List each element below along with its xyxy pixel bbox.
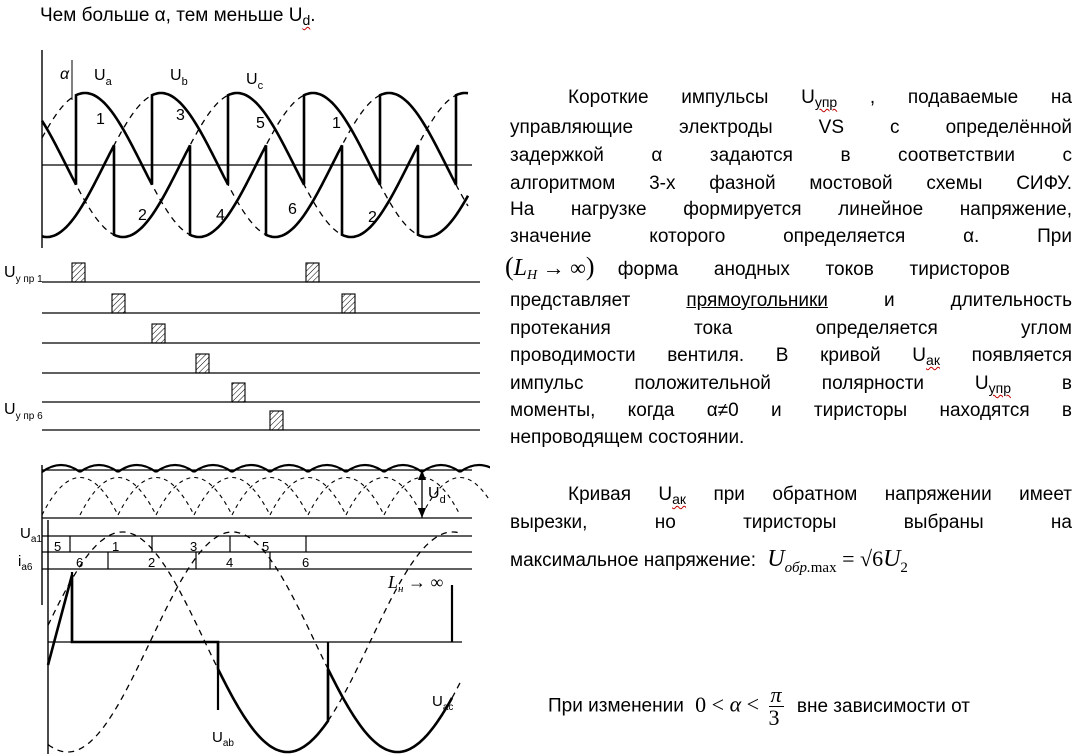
p1-line-10: проводимости вентиля. В кривой Uак появл… [510, 345, 1072, 368]
svg-text:Uac: Uac [432, 693, 453, 713]
title-suffix: . [310, 5, 316, 26]
positive-envelope [40, 91, 469, 186]
control-pulse [195, 353, 210, 374]
paragraph-alpha-range: При изменении 0 < α < π 3 вне зависимост… [548, 682, 970, 730]
svg-text:6: 6 [302, 555, 309, 570]
bottom-number-2: 2 [138, 207, 147, 224]
control-pulse [231, 382, 246, 403]
p1-line-11: импульс положительной полярности Uупр в [510, 373, 1073, 396]
ud-arrow-head-bottom [418, 508, 426, 518]
control-pulse [305, 262, 320, 283]
negative-envelope [41, 144, 470, 239]
p1-line-1: Короткие импульсы Uупр , подаваемые на [568, 87, 1072, 110]
svg-text:5: 5 [54, 539, 61, 554]
svg-text:Uу пр 1: Uу пр 1 [4, 264, 43, 285]
p2-line-1: Кривая Uак при обратном напряжении имеет [568, 484, 1073, 507]
svg-text:6: 6 [76, 555, 83, 570]
top-number-3: 3 [176, 107, 185, 124]
top-number-1b: 1 [332, 115, 341, 132]
p1-line-8: представляет прямоугольники и длительнос… [510, 290, 1072, 311]
svg-text:Ub: Ub [170, 67, 188, 88]
bottom-number-4: 4 [216, 207, 225, 224]
fraction-pi-3: π 3 [768, 682, 784, 730]
control-pulse [151, 323, 166, 344]
top-number-1: 1 [96, 111, 105, 128]
title-prefix: Чем больше α, тем меньше U [40, 5, 303, 26]
svg-text:4: 4 [226, 555, 233, 570]
control-pulse [269, 410, 284, 431]
svg-text:Ua: Ua [94, 67, 113, 88]
svg-text:5: 5 [262, 539, 269, 554]
svg-text:Uу пр 6: Uу пр 6 [4, 401, 43, 422]
svg-text:Ud: Ud [428, 485, 446, 506]
control-pulse [341, 293, 356, 314]
svg-text:3: 3 [190, 539, 197, 554]
uak-curve [46, 574, 454, 754]
svg-text:Lн → ∞: Lн → ∞ [387, 572, 443, 595]
svg-text:Uab: Uab [212, 729, 234, 749]
top-number-5: 5 [256, 115, 265, 132]
ud-ripple [41, 463, 490, 473]
oscillogram-diagram: α Ua Ub Uc 1 3 5 1 2 4 6 2 Uу пр 1 Uу пр… [4, 50, 490, 754]
p2-line-3: максимальное напряжение: Uобр.max = √6U2 [510, 546, 908, 576]
svg-text:ia6: ia6 [18, 553, 33, 573]
ud-arrow-head-top [418, 470, 426, 480]
bottom-number-2b: 2 [368, 209, 377, 226]
svg-text:Ua1: Ua1 [20, 525, 42, 545]
title-sub: d [302, 12, 311, 28]
alpha-label: α [60, 66, 70, 83]
svg-text:Uc: Uc [246, 71, 264, 92]
svg-text:2: 2 [148, 555, 155, 570]
page-title: Чем больше α, тем меньше Ud. [40, 5, 316, 28]
svg-text:1: 1 [112, 539, 119, 554]
p1-line-7: (LH → ∞) форма анодных токов тиристоров [505, 252, 1010, 283]
bottom-number-6: 6 [288, 201, 297, 218]
control-pulse [111, 293, 126, 314]
control-pulse [71, 262, 86, 283]
